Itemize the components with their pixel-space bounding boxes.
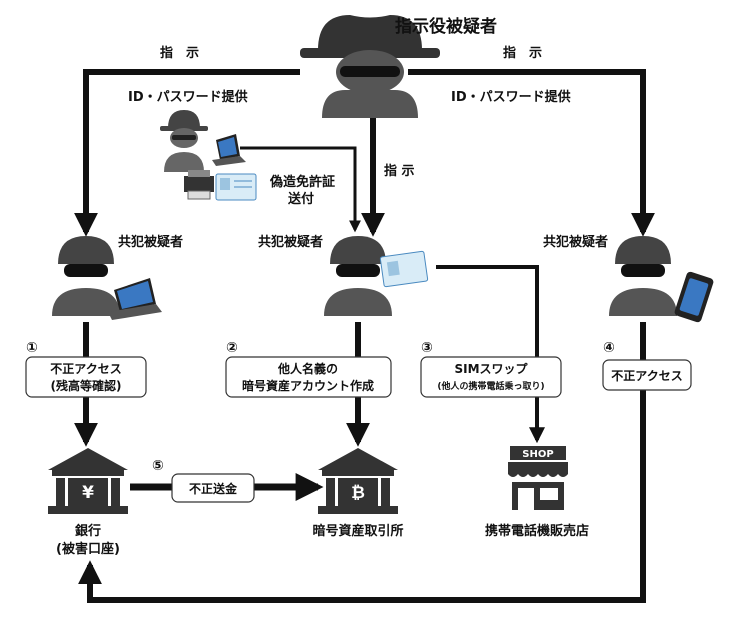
exchange-bitcoin-symbol: ₿	[351, 483, 365, 503]
step-1-line1: 不正アクセス	[50, 362, 121, 376]
forged-license-label-1: 偽造免許証	[269, 174, 335, 190]
bank-yen-symbol: ¥	[82, 483, 94, 503]
cap-icon	[58, 236, 114, 264]
step-4-box	[602, 359, 692, 391]
step-5-number: ⑤	[152, 458, 164, 474]
step-5-box	[171, 473, 255, 503]
shop-icon	[508, 446, 568, 510]
cap-icon	[330, 236, 386, 264]
accomplice-right-figure	[609, 236, 714, 323]
right-instruct-label: 指 示	[503, 45, 542, 61]
hat-icon	[318, 15, 422, 50]
accomplice-center-label: 共犯被疑者	[258, 234, 323, 250]
step-2-line1: 他人名義の	[277, 361, 338, 376]
arrow-right-to-bank	[78, 322, 646, 603]
bank-label: 銀行	[75, 523, 101, 539]
step-2-box	[225, 356, 392, 398]
id-card-icon	[379, 250, 429, 288]
accomplice-right-label: 共犯被疑者	[543, 234, 608, 250]
connector-lines	[74, 69, 655, 603]
exchange-icon	[318, 448, 398, 514]
step-4-number: ④	[603, 340, 615, 356]
arrow-mastermind-to-right	[408, 69, 655, 237]
id-card-icon	[215, 173, 257, 201]
arrow-mastermind-to-left	[74, 69, 300, 237]
left-id-provide-label: ID・パスワード提供	[128, 89, 248, 105]
right-id-provide-label: ID・パスワード提供	[451, 89, 571, 105]
step-1-box	[25, 356, 147, 398]
bank-sub-label: (被害口座)	[56, 541, 120, 557]
step-4-line1: 不正アクセス	[611, 369, 682, 383]
exchange-label: 暗号資産取引所	[312, 523, 403, 539]
forger-figure	[160, 110, 257, 201]
arrow-forged-license	[240, 146, 361, 233]
accomplice-left-label: 共犯被疑者	[118, 234, 183, 250]
bank-icon	[48, 448, 128, 514]
accomplice-center-figure	[324, 236, 429, 316]
step-2-number: ②	[226, 340, 238, 356]
smartphone-icon	[674, 271, 714, 323]
left-instruct-label: 指 示	[160, 45, 199, 61]
shop-sign-label: SHOP	[522, 449, 553, 460]
printer-icon	[184, 170, 214, 200]
step-3-number: ③	[421, 340, 433, 356]
center-instruct-label: 指 示	[384, 163, 415, 179]
shop-label: 携帯電話機販売店	[485, 523, 589, 539]
hat-icon	[168, 110, 200, 128]
accomplice-left-figure	[52, 236, 162, 320]
laptop-icon	[212, 134, 246, 166]
step-3-line1: SIMスワップ	[454, 361, 528, 376]
mastermind-label: 指示役被疑者	[395, 16, 497, 37]
forged-license-label-2: 送付	[287, 191, 314, 207]
cap-icon	[615, 236, 671, 264]
step-3-line2: (他人の携帯電話乗っ取り)	[437, 380, 544, 392]
arrow-center-to-shop	[436, 265, 545, 444]
mastermind-figure	[300, 15, 440, 118]
step-5-line1: 不正送金	[189, 481, 238, 496]
laptop-icon	[108, 278, 162, 320]
step-3-box	[420, 356, 562, 398]
step-1-number: ①	[26, 340, 38, 356]
step-1-line2: (残高等確認)	[51, 378, 122, 393]
step-2-line2: 暗号資産アカウント作成	[242, 378, 374, 393]
